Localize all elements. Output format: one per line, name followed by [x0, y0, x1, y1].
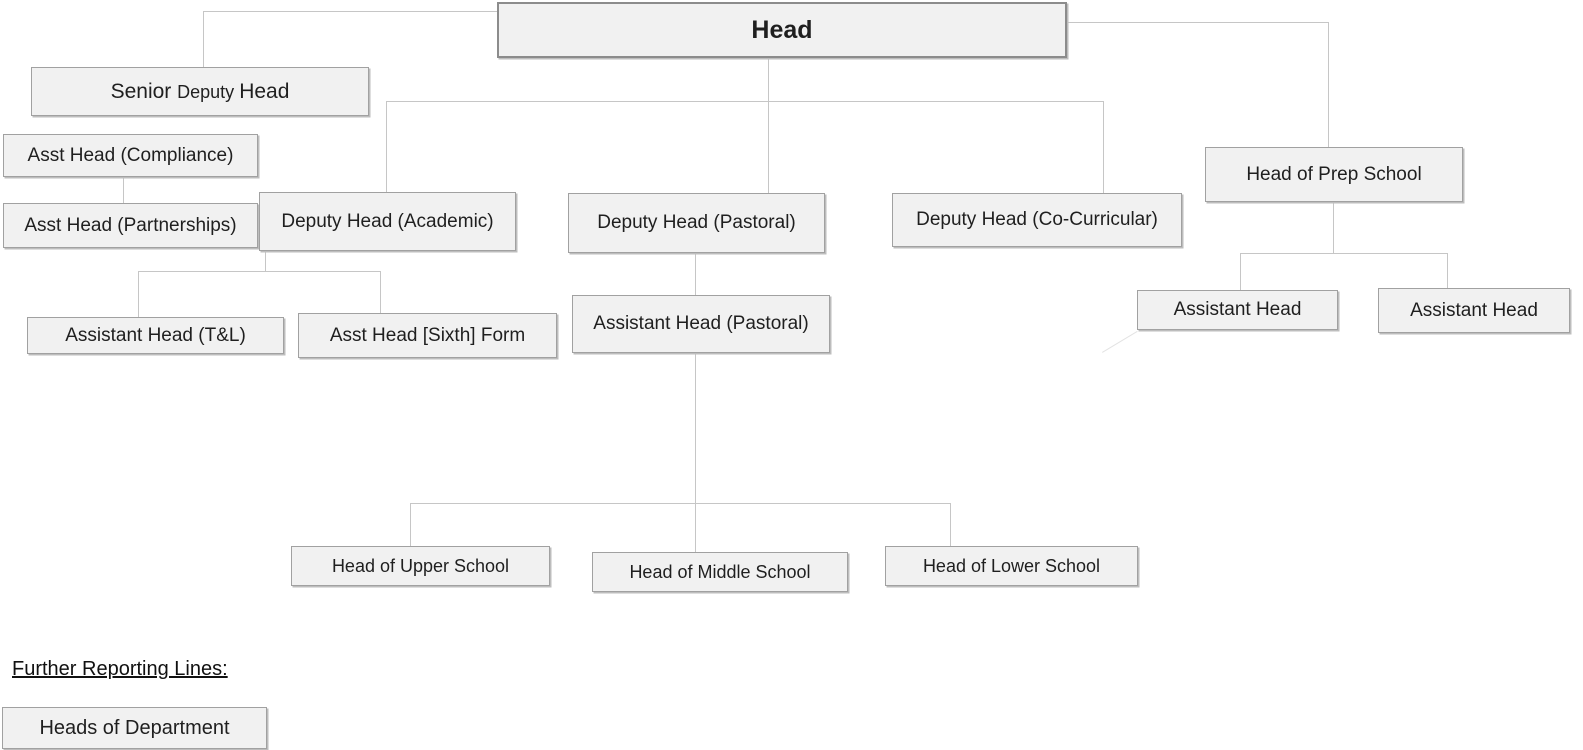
- org-node-asst-head-sixth-form: Asst Head [Sixth] Form: [298, 313, 557, 358]
- org-node-head-of-upper-school: Head of Upper School: [291, 546, 550, 586]
- connector-line: [950, 503, 951, 546]
- connector-line: [695, 253, 696, 295]
- org-node-deputy-head-pastoral: Deputy Head (Pastoral): [568, 193, 825, 253]
- org-node-label: Deputy Head (Co-Curricular): [916, 209, 1158, 230]
- connector-line: [1328, 22, 1329, 147]
- connector-line: [386, 101, 387, 192]
- org-node-label: Deputy Head (Pastoral): [597, 212, 796, 233]
- org-node-label: Head of Middle School: [629, 561, 811, 582]
- connector-line: [1333, 202, 1334, 253]
- org-node-label: Asst Head [Sixth] Form: [329, 324, 526, 346]
- connector-line: [1103, 101, 1104, 193]
- connector-line: [203, 11, 498, 12]
- connector-line: [203, 11, 204, 67]
- org-node-label: Head of Prep School: [1246, 163, 1422, 185]
- org-node-assistant-head-tl: Assistant Head (T&L): [27, 317, 284, 354]
- connector-line: [265, 251, 266, 271]
- legend-title: Further Reporting Lines:: [12, 658, 228, 680]
- org-node-label: Asst Head (Compliance): [27, 144, 234, 166]
- org-node-label: Assistant Head (T&L): [65, 324, 246, 346]
- connector-line: [1067, 22, 1328, 23]
- org-node-label: Head of Upper School: [331, 555, 510, 576]
- org-node-assistant-head-prep-2: Assistant Head: [1378, 288, 1570, 333]
- org-node-deputy-head-academic: Deputy Head (Academic): [259, 192, 516, 251]
- connector-line: [695, 353, 696, 552]
- org-node-label: Deputy Head (Academic): [281, 210, 494, 232]
- connector-line: [123, 177, 124, 203]
- connector-line: [1102, 330, 1138, 353]
- org-node-label: Assistant Head: [1173, 299, 1302, 320]
- connector-line: [138, 271, 380, 272]
- connector-line: [410, 503, 411, 546]
- org-node-asst-head-partnerships: Asst Head (Partnerships): [3, 203, 258, 248]
- org-node-heads-of-department: Heads of Department: [2, 707, 267, 749]
- org-node-label: Heads of Department: [39, 716, 230, 739]
- org-node-head: Head: [497, 2, 1067, 58]
- org-node-senior-deputy-head: Senior Deputy Head: [31, 67, 369, 116]
- connector-line: [768, 58, 769, 193]
- org-node-asst-head-compliance: Asst Head (Compliance): [3, 134, 258, 177]
- connector-line: [410, 503, 950, 504]
- org-node-deputy-head-cocurricular: Deputy Head (Co-Curricular): [892, 193, 1182, 247]
- connector-line: [1240, 253, 1447, 254]
- connector-line: [380, 271, 381, 313]
- org-node-head-of-lower-school: Head of Lower School: [885, 546, 1138, 586]
- org-node-head-of-middle-school: Head of Middle School: [592, 552, 848, 592]
- connector-line: [138, 271, 139, 317]
- org-node-label: Head of Lower School: [922, 555, 1101, 576]
- org-node-label: Assistant Head: [1410, 299, 1538, 321]
- org-node-label: Senior Deputy Head: [110, 79, 290, 103]
- org-node-assistant-head-prep-1: Assistant Head: [1137, 290, 1338, 330]
- connector-line: [1240, 253, 1241, 290]
- org-node-label: Asst Head (Partnerships): [24, 214, 237, 236]
- org-node-head-of-prep-school: Head of Prep School: [1205, 147, 1463, 202]
- connector-line: [1447, 253, 1448, 288]
- connector-line: [386, 101, 1103, 102]
- org-node-label: Assistant Head (Pastoral): [593, 313, 809, 334]
- org-node-assistant-head-pastoral: Assistant Head (Pastoral): [572, 295, 830, 353]
- org-node-label: Head: [751, 15, 813, 44]
